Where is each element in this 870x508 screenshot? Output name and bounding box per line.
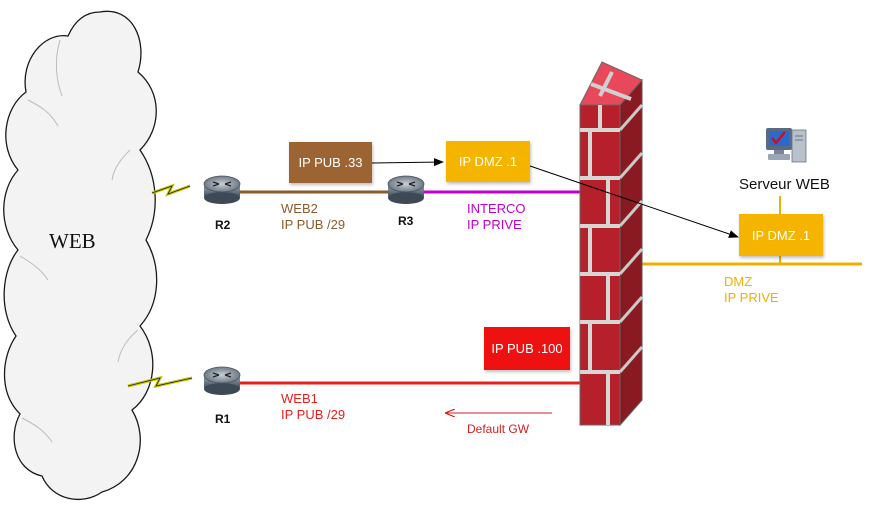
ip-dmz-1-box-right[interactable]: IP DMZ .1 xyxy=(739,214,823,256)
arrow-pub33-to-dmz1 xyxy=(371,158,444,167)
interco-line1: INTERCO xyxy=(467,201,526,216)
ip-pub-33-box[interactable]: IP PUB .33 xyxy=(289,142,372,183)
dmz-link-label: DMZ IP PRIVE xyxy=(724,274,779,306)
firewall xyxy=(579,61,644,427)
router-r2-label: R2 xyxy=(215,218,231,232)
web2-line1: WEB2 xyxy=(281,201,318,216)
router-r1-label: R1 xyxy=(215,412,231,426)
interco-link-label: INTERCO IP PRIVE xyxy=(467,201,526,233)
router-r2-icon[interactable] xyxy=(203,175,241,204)
serial-link-r2 xyxy=(151,183,191,197)
web1-link-label: WEB1 IP PUB /29 xyxy=(281,391,345,423)
router-r3-icon[interactable] xyxy=(387,175,425,204)
interco-line2: IP PRIVE xyxy=(467,217,522,232)
ip-dmz-1-box-left[interactable]: IP DMZ .1 xyxy=(446,141,530,182)
server-label: Serveur WEB xyxy=(739,176,830,193)
arrow-dmz1-to-server-dmz1 xyxy=(529,165,739,238)
web2-line2: IP PUB /29 xyxy=(281,217,346,232)
web-server-icon[interactable] xyxy=(766,128,807,163)
web-cloud xyxy=(3,10,158,500)
web2-link-label: WEB2 IP PUB /29 xyxy=(281,201,345,233)
dmz-line2: IP PRIVE xyxy=(724,290,779,305)
cloud-label: WEB xyxy=(49,229,96,253)
web1-line1: WEB1 xyxy=(281,391,318,406)
dmz-line1: DMZ xyxy=(724,274,753,289)
web1-line2: IP PUB /29 xyxy=(281,407,346,422)
router-r3-label: R3 xyxy=(398,214,414,228)
serial-link-r1 xyxy=(127,375,193,389)
ip-pub-100-box[interactable]: IP PUB .100 xyxy=(484,327,570,370)
router-r1-icon[interactable] xyxy=(203,366,241,395)
default-gw-label: Default GW xyxy=(467,422,530,436)
